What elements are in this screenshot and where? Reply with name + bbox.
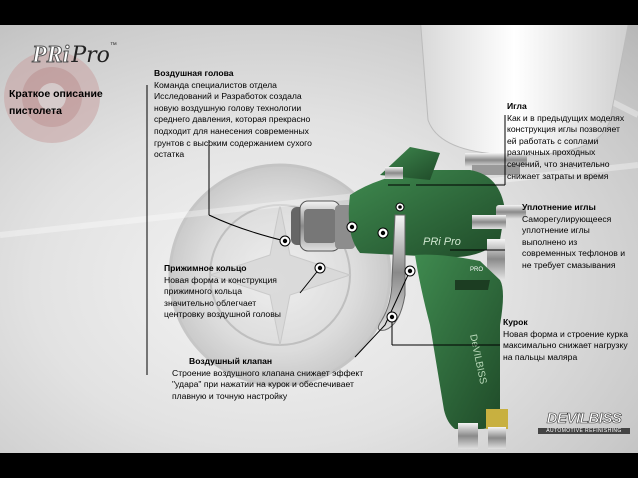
needle-seal-line: выполнено из	[522, 236, 578, 247]
air-cap-line: остатка	[154, 149, 185, 160]
air-valve-line: "удара" при нажатии на курок и обеспечив…	[172, 379, 354, 390]
air-cap-line: грунтов с высоким содержанием сухого	[154, 137, 312, 148]
needle-line: сечений, что значительно	[507, 158, 610, 169]
devilbiss-logo-name: DEVILBISS	[546, 410, 622, 428]
needle-line: различных проходных	[507, 147, 596, 158]
air-cap-line: Команда специалистов отдела	[154, 79, 277, 90]
needle-heading: Игла	[507, 101, 527, 111]
slide-stage: PRi Pro PRO DeVILBISS	[0, 25, 638, 453]
callout-needle-seal: Уплотнение иглы Саморегулирующееся уплот…	[522, 202, 636, 272]
needle-seal-heading: Уплотнение иглы	[522, 202, 596, 212]
callout-retaining-ring: Прижимное кольцо Новая форма и конструкц…	[164, 263, 304, 321]
needle-line: снижает затраты и время	[507, 170, 609, 181]
retaining-ring-line: прижимного кольца	[164, 286, 242, 297]
callout-lines	[146, 85, 506, 375]
air-cap-line: подходит для нанесения современных	[154, 125, 309, 136]
paint-cup	[420, 25, 629, 175]
callout-trigger: Курок Новая форма и строение курка макси…	[503, 317, 637, 363]
trigger-heading: Курок	[503, 317, 528, 327]
air-valve-heading: Воздушный клапан	[189, 356, 273, 366]
gun-logo-text: PRi Pro	[423, 236, 461, 248]
callout-markers	[279, 202, 416, 323]
needle-line: конструкция иглы позволяет	[507, 124, 620, 135]
air-valve-line: Строение воздушного клапана снижает эффе…	[172, 367, 364, 378]
needle-seal-line: не требует смазывания	[522, 259, 616, 270]
gun-model-text: PRO	[470, 267, 483, 273]
trigger-line: на пальцы маляра	[503, 351, 578, 362]
pri-pro-logo: PRiPro™	[31, 42, 117, 69]
title-line-2: пистолета	[9, 105, 63, 117]
air-cap-heading: Воздушная голова	[154, 68, 234, 78]
illustration: PRi Pro PRO DeVILBISS	[0, 25, 638, 449]
background-reel-red	[4, 51, 100, 143]
air-valve-line: плавную и точную настройку	[172, 390, 288, 401]
slide-title: Краткое описание пистолета	[9, 86, 103, 120]
callout-air-valve: Воздушный клапан Строение воздушного кла…	[172, 356, 397, 402]
air-cap-line: Исследований и Разработок создала	[154, 91, 302, 102]
air-cap-line: новую воздушную голову технологии	[154, 102, 302, 113]
spray-gun	[291, 147, 526, 449]
needle-line: ей работать с соплами	[507, 135, 599, 146]
retaining-ring-line: центровку воздушной головы	[164, 309, 281, 320]
retaining-ring-heading: Прижимное кольцо	[164, 263, 247, 273]
trigger-line: максимально снижает нагрузку	[503, 340, 628, 351]
callout-needle: Игла Как и в предыдущих моделях конструк…	[507, 101, 635, 182]
devilbiss-logo: DEVILBISS AUTOMOTIVE REFINISHING	[538, 410, 630, 434]
devilbiss-logo-tagline: AUTOMOTIVE REFINISHING	[538, 428, 630, 434]
needle-seal-line: современных тефлонов и	[522, 248, 626, 259]
retaining-ring-line: Новая форма и конструкция	[164, 274, 277, 285]
needle-seal-line: Саморегулирующееся	[522, 213, 612, 224]
trigger-line: Новая форма и строение курка	[503, 328, 629, 339]
air-cap-line: среднего давления, которая прекрасно	[154, 114, 311, 125]
callout-air-cap: Воздушная голова Команда специалистов от…	[154, 68, 334, 161]
title-line-1: Краткое описание	[9, 88, 103, 100]
retaining-ring-line: значительно облегчает	[164, 297, 257, 308]
needle-line: Как и в предыдущих моделях	[507, 112, 625, 123]
needle-seal-line: уплотнение иглы	[522, 225, 590, 236]
